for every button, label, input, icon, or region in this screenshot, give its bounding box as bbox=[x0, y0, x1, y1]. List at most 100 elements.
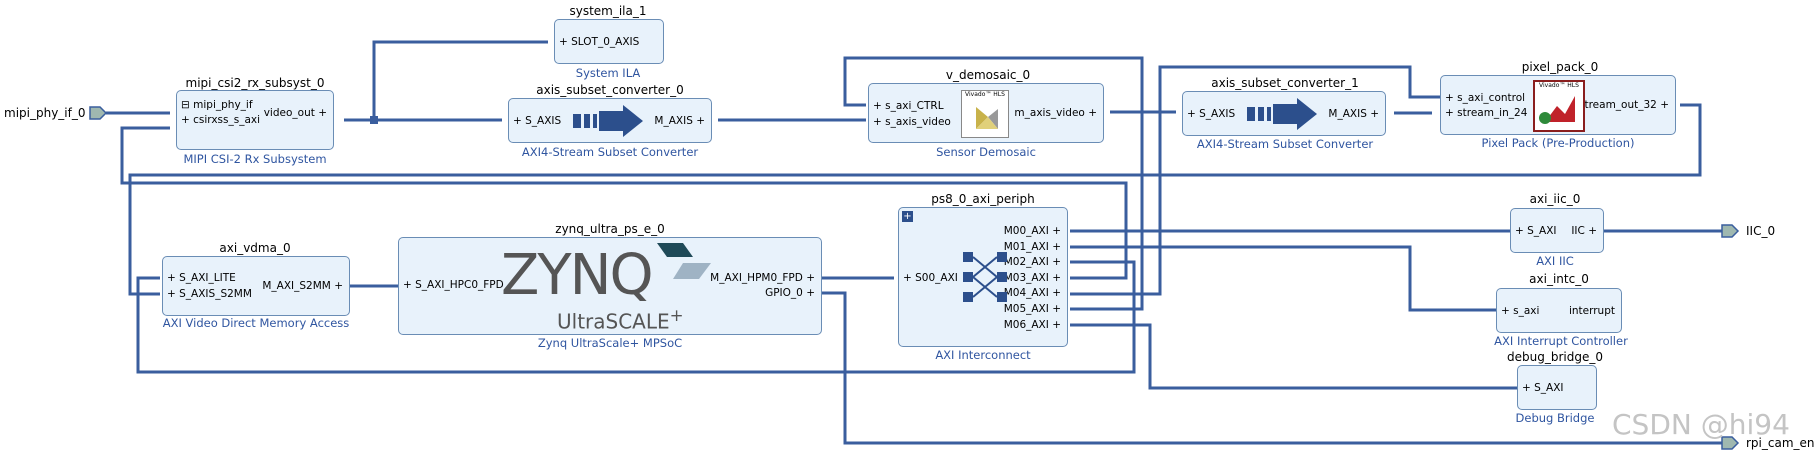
intc-port-label: s_axi bbox=[1513, 305, 1540, 317]
zynq-port-m-axi-hpm0-fpd[interactable]: M_AXI_HPM0_FPD + bbox=[710, 272, 815, 284]
periph-port-label: M01_AXI bbox=[1003, 241, 1049, 253]
demosaic-port-s-axis-video[interactable]: + s_axis_video bbox=[873, 116, 951, 128]
vdma-instance-name: axi_vdma_0 bbox=[219, 241, 291, 255]
axi-intc-block[interactable]: + s_axi interrupt bbox=[1496, 288, 1622, 333]
axis-subset-converter-1-block[interactable]: + S_AXIS M_AXIS + bbox=[1182, 91, 1386, 136]
intc-port-label: interrupt bbox=[1568, 305, 1615, 317]
pixpack-subtitle: Pixel Pack (Pre-Production) bbox=[1481, 136, 1635, 150]
asc1-port-m-axis[interactable]: M_AXIS + bbox=[1328, 108, 1379, 120]
periph-port-s00-axi[interactable]: + S00_AXI bbox=[903, 272, 958, 284]
debug-port-s-axi[interactable]: + S_AXI bbox=[1522, 382, 1564, 394]
periph-port-label: M05_AXI bbox=[1003, 303, 1049, 315]
periph-port-label: M06_AXI bbox=[1003, 319, 1049, 331]
mipi-port-csirxss-s-axi[interactable]: + csirxss_s_axi bbox=[181, 114, 261, 126]
asc0-port-label: M_AXIS bbox=[654, 115, 693, 127]
hls-logo-label: Vivado™ HLS bbox=[965, 91, 1005, 98]
hls-shape-icon bbox=[976, 107, 998, 129]
iic-port-label: IIC bbox=[1571, 225, 1585, 237]
crossbar-icon bbox=[963, 252, 1007, 302]
ila-port-slot0[interactable]: + SLOT_0_AXIS bbox=[559, 36, 640, 48]
pixel-pack-block[interactable]: + s_axi_control + stream_in_24 stream_ou… bbox=[1440, 75, 1676, 135]
zynq-subtitle: Zynq UltraScale+ MPSoC bbox=[537, 336, 683, 350]
pixpack-port-label: stream_in_24 bbox=[1457, 107, 1528, 119]
vdma-port-m-axi-s2mm[interactable]: M_AXI_S2MM + bbox=[262, 280, 343, 292]
asc1-subtitle: AXI4-Stream Subset Converter bbox=[1196, 137, 1374, 151]
debug-instance-name: debug_bridge_0 bbox=[1507, 350, 1603, 364]
expand-icon[interactable]: + bbox=[902, 211, 913, 222]
pixpack-port-label: s_axi_control bbox=[1457, 92, 1526, 104]
debug-bridge-block[interactable]: + S_AXI bbox=[1517, 365, 1597, 410]
ila-port-label: SLOT_0_AXIS bbox=[571, 36, 640, 48]
vdma-port-label: M_AXI_S2MM bbox=[262, 280, 331, 292]
asc1-port-label: M_AXIS bbox=[1328, 108, 1367, 120]
mipi-port-label: mipi_phy_if bbox=[193, 99, 253, 111]
axi-vdma-block[interactable]: + S_AXI_LITE + S_AXIS_S2MM M_AXI_S2MM + bbox=[162, 256, 350, 316]
demosaic-port-s-axi-ctrl[interactable]: + s_axi_CTRL bbox=[873, 100, 944, 112]
hls-shape-icon bbox=[1539, 96, 1575, 124]
intc-port-interrupt[interactable]: interrupt bbox=[1569, 305, 1615, 317]
mipi-port-mipi-phy-if[interactable]: ⊟ mipi_phy_if bbox=[181, 99, 253, 111]
v-demosaic-block[interactable]: + s_axi_CTRL + s_axis_video m_axis_video… bbox=[868, 83, 1104, 143]
intc-subtitle: AXI Interrupt Controller bbox=[1494, 334, 1628, 348]
axi-interconnect-block[interactable]: + + S00_AXI M00_AXI + M01_AXI + M02_AXI … bbox=[898, 207, 1068, 347]
vivado-hls-logo-red-icon: Vivado™ HLS bbox=[1533, 80, 1585, 132]
periph-port-m06-axi[interactable]: M06_AXI + bbox=[1003, 319, 1061, 331]
periph-port-label: M03_AXI bbox=[1003, 272, 1049, 284]
demosaic-port-m-axis-video[interactable]: m_axis_video + bbox=[1014, 107, 1097, 119]
vdma-port-s-axi-lite[interactable]: + S_AXI_LITE bbox=[167, 272, 236, 284]
pixpack-instance-name: pixel_pack_0 bbox=[1521, 60, 1599, 74]
asc0-instance-name: axis_subset_converter_0 bbox=[536, 83, 684, 97]
iic-port-s-axi[interactable]: + S_AXI bbox=[1515, 225, 1557, 237]
debug-port-label: S_AXI bbox=[1534, 382, 1564, 394]
zynq-ultrascale-block[interactable]: + S_AXI_HPC0_FPD M_AXI_HPM0_FPD + GPIO_0… bbox=[398, 237, 822, 335]
asc0-subtitle: AXI4-Stream Subset Converter bbox=[521, 145, 699, 159]
subset-converter-arrow-icon bbox=[1247, 98, 1317, 130]
periph-port-m05-axi[interactable]: M05_AXI + bbox=[1003, 303, 1061, 315]
iic-port-iic[interactable]: IIC + bbox=[1571, 225, 1597, 237]
pixpack-port-stream-in-24[interactable]: + stream_in_24 bbox=[1445, 107, 1528, 119]
vdma-port-s-axis-s2mm[interactable]: + S_AXIS_S2MM bbox=[167, 288, 252, 300]
mipi-csi2-rx-block[interactable]: ⊟ mipi_phy_if + csirxss_s_axi video_out … bbox=[176, 90, 334, 150]
periph-port-m00-axi[interactable]: M00_AXI + bbox=[1003, 225, 1061, 237]
asc1-port-label: S_AXIS bbox=[1199, 108, 1236, 120]
zynq-port-gpio-0[interactable]: GPIO_0 + bbox=[765, 287, 815, 299]
periph-port-label: M00_AXI bbox=[1003, 225, 1049, 237]
asc0-port-m-axis[interactable]: M_AXIS + bbox=[654, 115, 705, 127]
zynq-port-s-axi-hpc0-fpd[interactable]: + S_AXI_HPC0_FPD bbox=[403, 279, 504, 291]
mipi-subtitle: MIPI CSI-2 Rx Subsystem bbox=[183, 152, 327, 166]
zynq-chevron-icon bbox=[657, 243, 711, 279]
periph-subtitle: AXI Interconnect bbox=[935, 348, 1031, 362]
periph-port-m01-axi[interactable]: M01_AXI + bbox=[1003, 241, 1061, 253]
demosaic-port-label: s_axi_CTRL bbox=[885, 100, 944, 112]
ila-subtitle: System ILA bbox=[575, 66, 641, 80]
demosaic-port-label: s_axis_video bbox=[885, 116, 951, 128]
asc1-port-s-axis[interactable]: + S_AXIS bbox=[1187, 108, 1236, 120]
hls-logo-label: Vivado™ HLS bbox=[1539, 82, 1579, 89]
subset-converter-arrow-icon bbox=[573, 105, 643, 137]
asc0-port-label: S_AXIS bbox=[525, 115, 562, 127]
external-port-mipi-phy-if[interactable]: mipi_phy_if_0 bbox=[4, 106, 86, 120]
external-port-rpi-cam-en[interactable]: rpi_cam_en bbox=[1746, 436, 1815, 450]
external-port-iic[interactable]: IIC_0 bbox=[1746, 224, 1776, 238]
axis-subset-converter-0-block[interactable]: + S_AXIS M_AXIS + bbox=[508, 98, 712, 143]
pixpack-port-label: stream_out_32 bbox=[1579, 99, 1657, 111]
periph-instance-name: ps8_0_axi_periph bbox=[931, 192, 1035, 206]
periph-port-m04-axi[interactable]: M04_AXI + bbox=[1003, 287, 1061, 299]
watermark: CSDN @hi94 bbox=[1612, 408, 1790, 441]
pixpack-port-s-axi-control[interactable]: + s_axi_control bbox=[1445, 92, 1526, 104]
zynq-instance-name: zynq_ultra_ps_e_0 bbox=[555, 222, 665, 236]
demosaic-subtitle: Sensor Demosaic bbox=[936, 145, 1036, 159]
iic-port-label: S_AXI bbox=[1527, 225, 1557, 237]
pixpack-port-stream-out-32[interactable]: stream_out_32 + bbox=[1579, 99, 1669, 111]
mipi-port-video-out[interactable]: video_out + bbox=[263, 107, 327, 119]
iic-subtitle: AXI IIC bbox=[1536, 254, 1574, 268]
periph-port-m02-axi[interactable]: M02_AXI + bbox=[1003, 256, 1061, 268]
mipi-instance-name: mipi_csi2_rx_subsyst_0 bbox=[185, 76, 325, 90]
system-ila-block[interactable]: + SLOT_0_AXIS bbox=[554, 19, 664, 64]
asc0-port-s-axis[interactable]: + S_AXIS bbox=[513, 115, 562, 127]
intc-port-s-axi[interactable]: + s_axi bbox=[1501, 305, 1540, 317]
axi-iic-block[interactable]: + S_AXI IIC + bbox=[1510, 208, 1604, 253]
periph-port-m03-axi[interactable]: M03_AXI + bbox=[1003, 272, 1061, 284]
